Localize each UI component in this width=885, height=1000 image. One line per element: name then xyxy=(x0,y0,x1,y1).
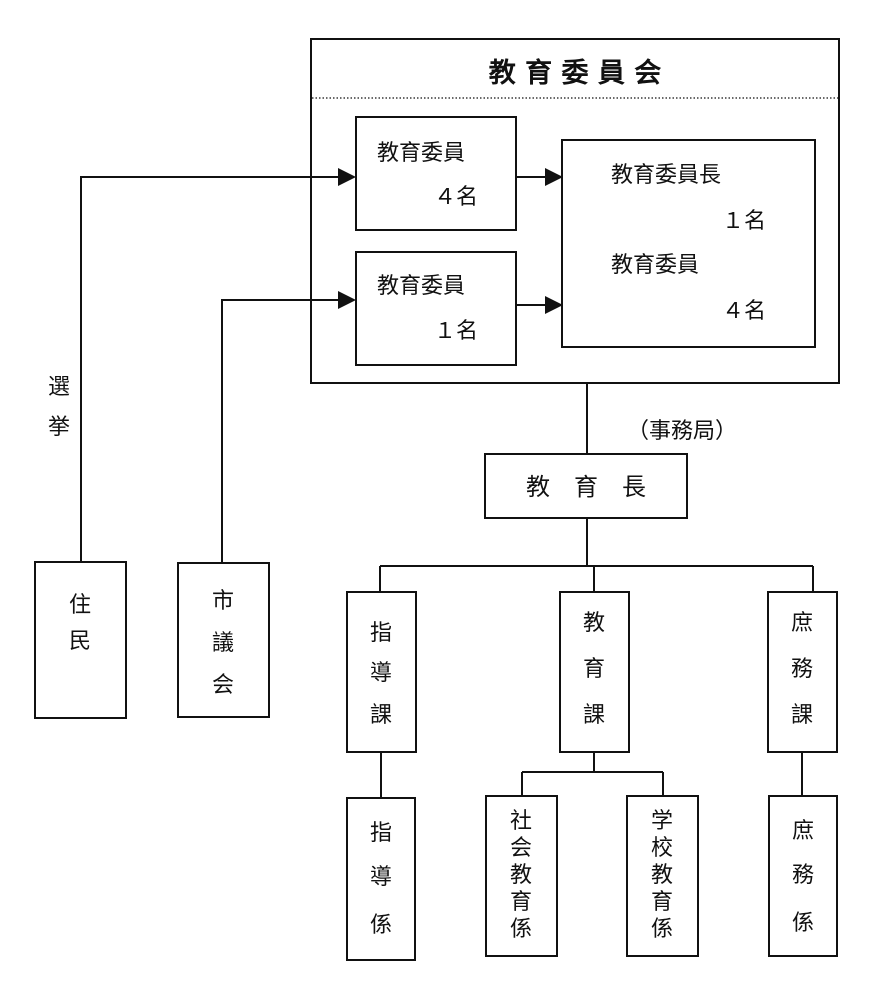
city-council-char-3: 会 xyxy=(212,673,234,698)
composition-members-count: ４名 xyxy=(722,299,766,324)
election-arrowhead xyxy=(338,168,356,186)
general-affairs-division-char-1: 庶 xyxy=(791,611,813,636)
guidance-section-char-3: 係 xyxy=(370,913,392,938)
general-affairs-section-box xyxy=(768,795,838,957)
guidance-section-char-1: 指 xyxy=(370,821,392,846)
general-affairs-division-char-2: 務 xyxy=(791,657,813,682)
guidance-division-char-2: 導 xyxy=(370,661,392,686)
guidance-division-char-3: 課 xyxy=(370,703,392,728)
school-education-char-2: 校 xyxy=(651,836,673,861)
guidance-division-box xyxy=(346,591,417,753)
chair-count: １名 xyxy=(722,209,766,234)
council-consent-arrowhead xyxy=(338,291,356,309)
election-line xyxy=(80,176,338,562)
education-division-box xyxy=(559,591,630,753)
residents-char-2: 民 xyxy=(69,629,91,654)
election-char-1: 選 xyxy=(48,375,70,400)
arrowhead-appointed-to-composition xyxy=(545,296,563,314)
social-education-char-2: 会 xyxy=(510,836,532,861)
guidance-division-char-1: 指 xyxy=(370,621,392,646)
superintendent-label: 教 育 長 xyxy=(526,473,646,501)
city-council-char-1: 市 xyxy=(212,589,234,614)
secretariat-label: （事務局） xyxy=(627,419,737,444)
education-division-char-3: 課 xyxy=(583,703,605,728)
appointed-member-label: 教育委員 xyxy=(377,274,465,299)
general-affairs-section-char-3: 係 xyxy=(792,911,814,936)
school-education-char-3: 教 xyxy=(651,863,673,888)
arrowhead-elected-to-composition xyxy=(545,168,563,186)
election-char-2: 挙 xyxy=(48,415,70,440)
board-composition-box xyxy=(561,139,816,348)
social-education-char-5: 係 xyxy=(510,917,532,942)
social-education-char-1: 社 xyxy=(510,809,532,834)
general-affairs-section-char-1: 庶 xyxy=(792,819,814,844)
school-education-section-box xyxy=(626,795,699,957)
residents-char-1: 住 xyxy=(69,593,91,618)
appointed-member-count: １名 xyxy=(434,319,478,344)
board-title: 教 育 委 員 会 xyxy=(489,57,662,89)
appointed-member-box xyxy=(355,251,517,366)
elected-members-box xyxy=(355,116,517,231)
composition-members-label: 教育委員 xyxy=(611,253,699,278)
city-council-box xyxy=(177,562,270,718)
school-education-char-4: 育 xyxy=(651,890,673,915)
social-education-char-4: 育 xyxy=(510,890,532,915)
elected-members-count: ４名 xyxy=(434,185,478,210)
education-division-char-2: 育 xyxy=(583,657,605,682)
school-education-char-1: 学 xyxy=(651,809,673,834)
education-division-char-1: 教 xyxy=(583,611,605,636)
social-education-char-3: 教 xyxy=(510,863,532,888)
social-education-section-box xyxy=(485,795,558,957)
residents-box xyxy=(34,561,127,719)
school-education-char-5: 係 xyxy=(651,917,673,942)
chair-label: 教育委員長 xyxy=(611,163,721,188)
guidance-section-box xyxy=(346,797,416,961)
general-affairs-division-box xyxy=(767,591,838,753)
council-consent-line xyxy=(221,299,338,563)
general-affairs-division-char-3: 課 xyxy=(791,703,813,728)
city-council-char-2: 議 xyxy=(212,631,234,656)
general-affairs-section-char-2: 務 xyxy=(792,863,814,888)
guidance-section-char-2: 導 xyxy=(370,865,392,890)
elected-members-label: 教育委員 xyxy=(377,141,465,166)
